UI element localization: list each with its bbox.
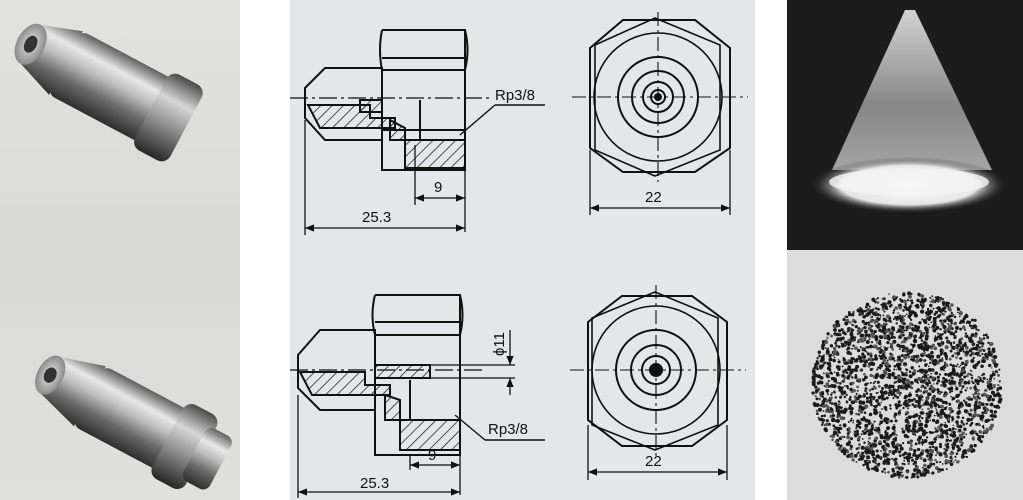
thread-label-bottom: Rp3/8	[488, 421, 528, 438]
nozzle-photo-bottom	[35, 355, 232, 490]
dimension-25-3-top	[304, 120, 465, 235]
end-view-bottom	[587, 291, 728, 451]
dimension-label-9-top: 9	[434, 179, 442, 196]
dimension-label-25-3-top: 25.3	[362, 209, 391, 226]
nozzle-photos-panel	[0, 0, 240, 500]
dimension-22-bottom	[587, 425, 728, 480]
section-view-bottom	[297, 294, 464, 456]
dimension-label-22-bottom: 22	[645, 453, 662, 470]
spray-footprint-photo	[787, 250, 1023, 500]
dimension-25-3-bottom	[297, 395, 460, 498]
end-view-top-centerlines	[572, 12, 748, 182]
thread-leader-bottom	[454, 414, 545, 441]
nozzle-photo-top	[14, 23, 203, 162]
thread-leader-top	[459, 104, 545, 136]
dimension-9-bottom	[409, 455, 461, 495]
dimension-label-25-3-bottom: 25.3	[360, 475, 389, 492]
dimension-9-top	[414, 145, 466, 232]
spray-cone-photo	[787, 0, 1023, 250]
dimension-label-diameter-bottom: ϕ11	[491, 332, 508, 356]
dimension-22-top	[589, 150, 731, 215]
thread-label-top: Rp3/8	[495, 87, 535, 104]
end-view-bottom-centerlines	[570, 285, 746, 458]
dimension-diameter-bottom	[430, 330, 515, 395]
technical-drawings-panel: Rp3/8 9 25.3	[290, 0, 755, 500]
dimension-label-22-top: 22	[645, 189, 662, 206]
spray-pattern-panel	[787, 0, 1023, 500]
section-view-top	[304, 29, 469, 171]
dimension-label-9-bottom: 9	[428, 447, 436, 464]
